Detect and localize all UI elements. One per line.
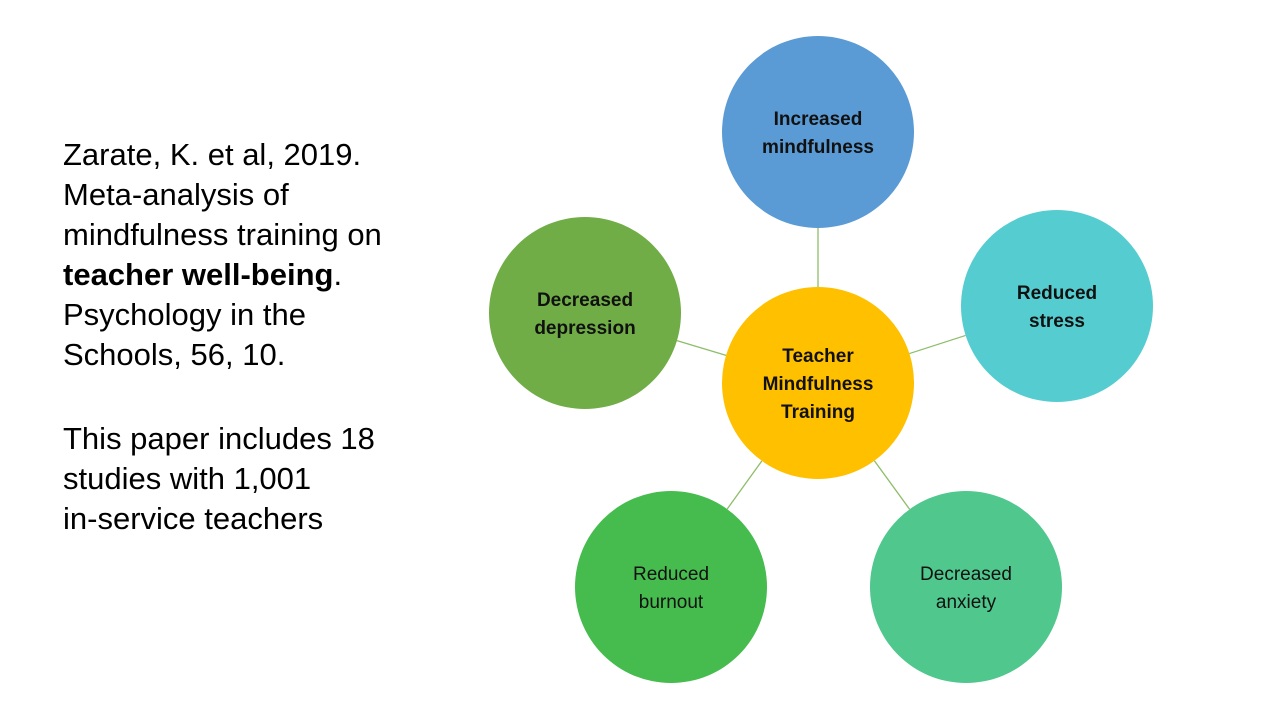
node-reduced-burnout-circle [575, 491, 767, 683]
node-center-label: Teacher [782, 346, 854, 367]
citation-line: teacher well-being. [63, 255, 463, 295]
node-reduced-burnout-label: burnout [639, 592, 704, 613]
connector-reduced-stress [909, 334, 966, 355]
connector-reduced-burnout [726, 460, 763, 510]
node-center-circle [722, 287, 914, 479]
node-decreased-depression-label: depression [534, 318, 635, 339]
node-center-label: Mindfulness [763, 374, 874, 395]
citation-line: Meta-analysis of [63, 177, 289, 212]
node-center-label: Training [781, 402, 855, 423]
citation-line: Zarate, K. et al, 2019. [63, 137, 362, 172]
connector-decreased-depression [676, 339, 727, 357]
node-decreased-depression: Decreased depression [489, 217, 681, 409]
summary-line: in-service teachers [63, 501, 324, 536]
node-reduced-burnout-label: Reduced [633, 564, 709, 585]
node-increased-mindfulness-label: Increased [774, 109, 863, 130]
node-reduced-stress-label: Reduced [1017, 283, 1097, 304]
node-reduced-stress-circle [961, 210, 1153, 402]
citation-period: . [333, 257, 343, 292]
citation-emphasis: teacher well-being [63, 257, 334, 292]
citation-line: Schools, 56, 10. [63, 337, 286, 372]
node-increased-mindfulness: Increased mindfulness [722, 36, 914, 228]
node-reduced-stress-label: stress [1029, 311, 1085, 332]
summary-line: studies with 1,001 [63, 461, 312, 496]
connector-decreased-anxiety [873, 460, 911, 510]
node-increased-mindfulness-circle [722, 36, 914, 228]
citation-line: Psychology in the [63, 297, 306, 332]
node-decreased-anxiety-label: anxiety [936, 592, 997, 613]
diagram-connectors [676, 228, 966, 510]
node-decreased-anxiety-circle [870, 491, 1062, 683]
citation-text: Zarate, K. et al, 2019. Meta-analysis of… [63, 135, 463, 539]
diagram-nodes: IncreasedmindfulnessReducedstressDecreas… [489, 36, 1153, 683]
node-decreased-depression-circle [489, 217, 681, 409]
node-decreased-depression-label: Decreased [537, 290, 633, 311]
node-decreased-anxiety-label: Decreased [920, 564, 1012, 585]
citation-line: mindfulness training on [63, 217, 382, 252]
node-increased-mindfulness-label: mindfulness [762, 137, 874, 158]
node-decreased-anxiety: Decreased anxiety [870, 491, 1062, 683]
node-reduced-burnout: Reduced burnout [575, 491, 767, 683]
summary-line: This paper includes 18 [63, 421, 375, 456]
node-reduced-stress: Reduced stress [961, 210, 1153, 402]
